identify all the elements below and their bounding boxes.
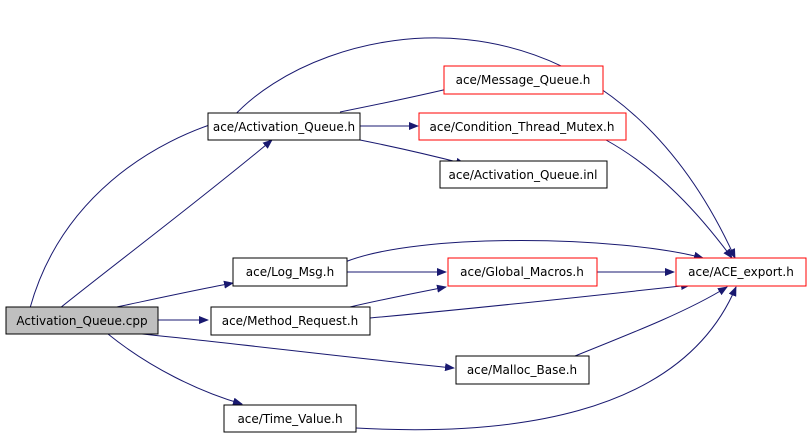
node-label: ace/ACE_export.h [688,265,794,279]
node-ace-activation-queue-inl[interactable]: ace/Activation_Queue.inl [439,160,608,189]
node-ace-ace-export-h[interactable]: ace/ACE_export.h [675,257,807,287]
node-activation-queue-cpp[interactable]: Activation_Queue.cpp [5,306,159,335]
node-ace-log-msg-h[interactable]: ace/Log_Msg.h [232,257,348,287]
edge-time-value-h-to-ace-export-h [355,286,737,431]
node-label: ace/Activation_Queue.h [213,120,355,134]
node-ace-malloc-base-h[interactable]: ace/Malloc_Base.h [455,355,590,385]
edge-activation-queue-h-to-activation-queue-inl [359,139,466,166]
node-label: ace/Condition_Thread_Mutex.h [430,120,615,134]
node-ace-method-request-h[interactable]: ace/Method_Request.h [210,306,371,336]
edge-root-to-malloc-base-h [141,333,455,372]
node-label: ace/Global_Macros.h [460,265,584,279]
edge-method-request-h-to-global-macros-h [349,284,447,308]
edge-root-to-ace-export-h [29,37,736,309]
nodes: Activation_Queue.cpp ace/Activation_Queu… [5,65,807,433]
edge-root-to-time-value-h [107,333,243,406]
node-label: ace/Time_Value.h [237,412,342,426]
edge-malloc-base-h-to-ace-export-h [574,286,728,357]
edge-method-request-h-to-ace-export-h [369,282,691,319]
node-ace-condition-thread-mutex-h[interactable]: ace/Condition_Thread_Mutex.h [418,112,627,141]
edge-log-msg-h-to-ace-export-h [344,240,704,263]
edge-root-to-activation-queue-h [59,139,273,309]
node-label: ace/Malloc_Base.h [467,363,577,377]
node-label: ace/Activation_Queue.inl [449,168,598,182]
edge-activation-queue-h-to-message-queue-h [339,85,457,113]
node-ace-activation-queue-h[interactable]: ace/Activation_Queue.h [207,112,361,141]
node-ace-global-macros-h[interactable]: ace/Global_Macros.h [447,257,598,287]
node-label: Activation_Queue.cpp [16,314,147,328]
node-ace-time-value-h[interactable]: ace/Time_Value.h [223,404,357,433]
node-label: ace/Message_Queue.h [456,73,591,87]
node-label: ace/Log_Msg.h [246,265,334,279]
edges [29,37,737,431]
edge-root-to-log-msg-h [111,280,234,309]
node-ace-message-queue-h[interactable]: ace/Message_Queue.h [443,65,604,95]
node-label: ace/Method_Request.h [222,314,359,328]
edge-condition-thread-mutex-h-to-ace-export-h [605,139,733,259]
